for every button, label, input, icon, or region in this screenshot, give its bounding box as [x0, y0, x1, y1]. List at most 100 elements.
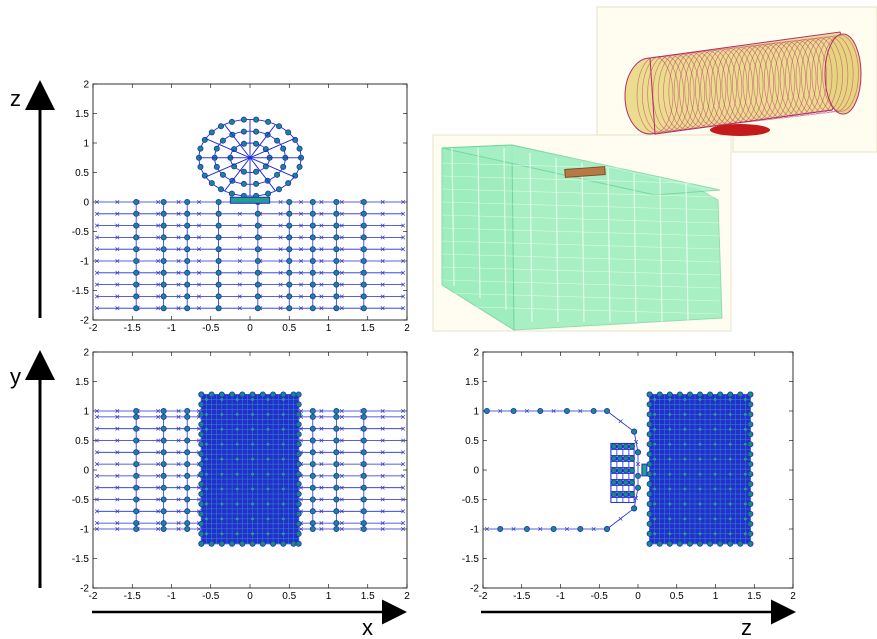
mesh-cross	[319, 450, 324, 455]
mesh-cross	[94, 426, 99, 431]
mesh-node	[198, 481, 205, 488]
mesh-cross	[618, 516, 623, 521]
box-grid-line	[633, 172, 637, 323]
mesh-node	[213, 163, 220, 170]
dense-mesh-node	[713, 457, 717, 461]
dense-mesh-node	[281, 502, 285, 506]
box-grid-line	[441, 240, 721, 250]
mesh-cross	[196, 223, 202, 228]
mesh-cross	[156, 258, 161, 264]
mesh-cross	[401, 426, 406, 431]
dense-mesh-node	[698, 457, 702, 461]
mesh-cross	[339, 485, 344, 490]
mesh-node	[333, 413, 340, 420]
mesh-node	[253, 116, 260, 123]
mesh-node	[285, 129, 292, 136]
dense-mesh-node	[235, 442, 239, 446]
mesh-cross	[115, 414, 120, 419]
mesh-node	[160, 526, 167, 533]
plot-xz-mesh	[94, 116, 406, 312]
dense-mesh-node	[251, 412, 254, 416]
mesh-node	[309, 246, 316, 253]
mesh-node	[309, 257, 316, 264]
mesh-node	[686, 540, 693, 547]
y-tick-label: 0.5	[75, 436, 89, 447]
mesh-node	[707, 391, 714, 398]
dense-mesh-node	[728, 532, 732, 536]
mesh-cross	[298, 258, 304, 264]
dense-mesh-node	[668, 532, 672, 536]
mesh-cross	[380, 473, 385, 478]
mesh-node	[218, 186, 225, 193]
dense-mesh-node	[251, 502, 254, 506]
mesh-cross	[94, 282, 99, 287]
mesh-cross	[339, 235, 344, 240]
mesh-node	[184, 496, 191, 503]
mesh-cross	[339, 438, 344, 443]
mesh-cross	[380, 426, 385, 431]
tank-ring	[769, 41, 806, 118]
mesh-node	[254, 257, 261, 264]
mesh-node	[309, 198, 316, 205]
mesh-node	[286, 246, 293, 253]
mesh-node	[628, 455, 635, 462]
mesh-node	[198, 441, 205, 448]
mesh-cross	[339, 247, 344, 252]
mesh-cross	[115, 526, 120, 532]
mesh-cross	[176, 462, 181, 467]
mesh-node	[537, 407, 544, 414]
y-tick-label: 0.5	[465, 436, 479, 447]
mesh-node	[239, 540, 246, 547]
mesh-cross	[339, 199, 344, 205]
dense-mesh-node	[668, 472, 672, 476]
y-tick-label: -1	[80, 525, 89, 536]
mesh-node	[133, 234, 140, 241]
mesh-node	[198, 431, 205, 438]
mesh-cross	[176, 270, 181, 275]
mesh-cross	[339, 270, 344, 275]
box-grid-line	[441, 214, 721, 224]
dense-mesh-node	[728, 517, 732, 521]
dense-mesh-node	[220, 457, 224, 461]
mesh-node	[309, 222, 316, 229]
mesh-node	[254, 305, 261, 312]
mesh-node	[622, 455, 629, 462]
mesh-node	[133, 246, 140, 253]
y-tick-label: -1.5	[462, 554, 480, 565]
mesh-cross	[380, 526, 385, 532]
dense-mesh-node	[653, 502, 657, 506]
dense-mesh-node	[281, 472, 285, 476]
mesh-cross	[176, 247, 181, 252]
mesh-cross	[339, 473, 344, 478]
mesh-node	[360, 210, 367, 217]
mesh-node	[280, 145, 287, 152]
mesh-node	[208, 391, 215, 398]
mesh-cross	[380, 294, 385, 299]
mesh-cross	[176, 485, 181, 490]
dense-mesh-node	[698, 427, 702, 431]
mesh-node	[184, 520, 191, 527]
mesh-cross	[484, 526, 489, 532]
mesh-node	[333, 461, 340, 468]
dense-mesh-node	[713, 412, 717, 416]
mesh-node	[697, 540, 704, 547]
mesh-cross	[380, 270, 385, 275]
mesh-node	[295, 441, 302, 448]
dense-mesh-node	[205, 398, 208, 401]
mesh-node	[697, 391, 704, 398]
mesh-node	[133, 281, 140, 288]
y-tick-label: -0.5	[72, 495, 90, 506]
mesh-node	[333, 246, 340, 253]
x-axis-label: x	[362, 615, 373, 639]
mesh-node	[616, 479, 623, 486]
mesh-node	[198, 421, 205, 428]
mesh-node	[635, 449, 642, 456]
mesh-node	[616, 491, 623, 498]
mesh-cross	[339, 294, 344, 299]
mesh-node	[213, 145, 220, 152]
mesh-cross	[176, 438, 181, 443]
mesh-node	[133, 484, 140, 491]
mesh-cross	[237, 247, 242, 252]
dense-mesh-node	[281, 517, 285, 521]
mesh-node	[510, 407, 517, 414]
